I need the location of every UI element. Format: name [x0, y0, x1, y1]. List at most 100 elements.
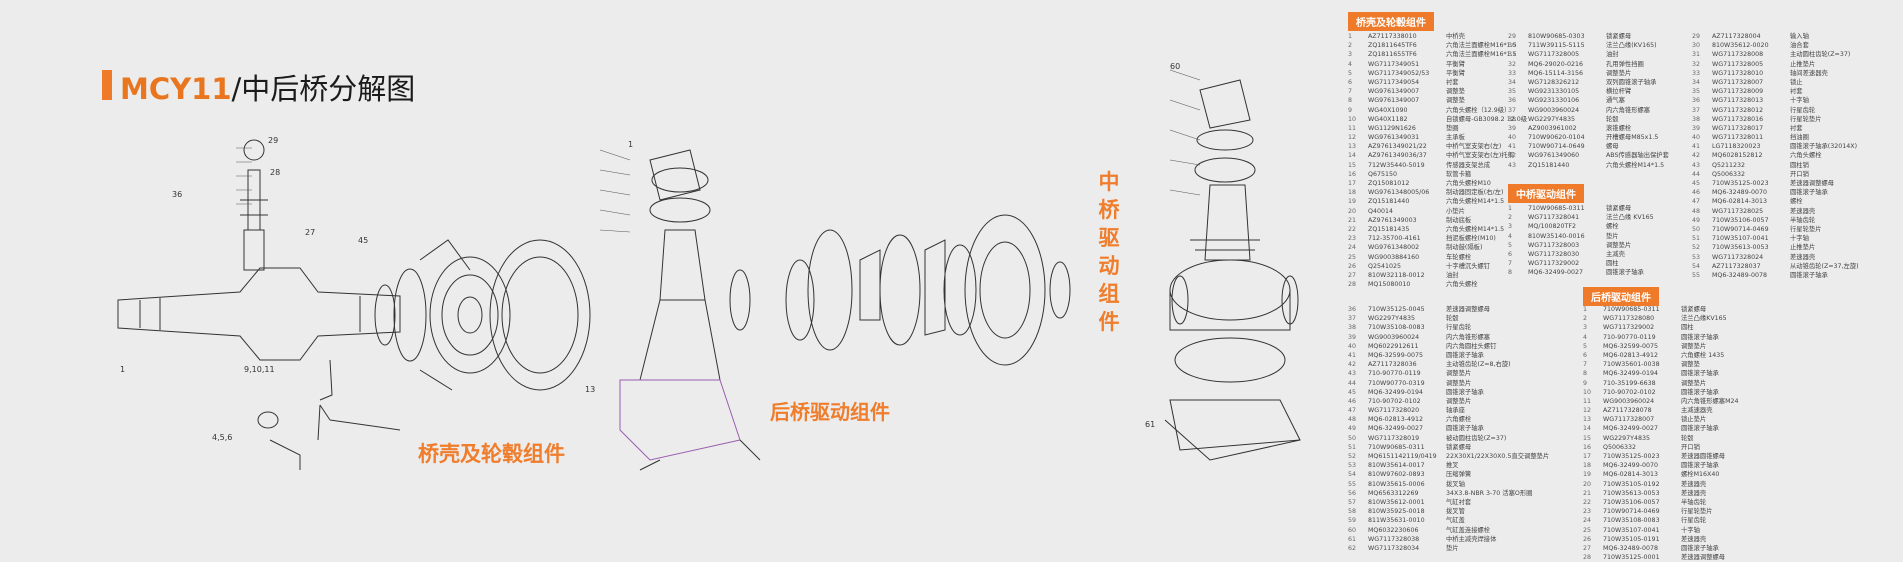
part-number-cell: 20 — [1583, 480, 1592, 488]
part-code-cell: 710W35107-0041 — [1712, 235, 1769, 243]
part-number-cell: 33 — [1508, 69, 1517, 77]
callout-rear-1: 1 — [628, 140, 634, 149]
part-number-cell: 13 — [1583, 416, 1592, 424]
part-desc-cell: 圆柱 — [1606, 260, 1619, 268]
part-number-cell: 44 — [1692, 170, 1701, 178]
part-code-cell: 710W35105-0192 — [1603, 480, 1660, 488]
part-number-cell: 60 — [1348, 526, 1357, 534]
part-code-cell: WG7117328007 — [1603, 416, 1655, 424]
part-code-cell: 712-35700-4161 — [1368, 235, 1421, 243]
part-number-cell: 62 — [1348, 544, 1357, 552]
part-desc-cell: 小垫片 — [1446, 207, 1465, 215]
part-code-cell: 710W35601-0038 — [1603, 361, 1660, 369]
part-desc-cell: 调整垫片 — [1446, 397, 1472, 405]
part-desc-cell: 差速器圆锥螺母 — [1681, 453, 1726, 460]
part-desc-cell: 螺栓 — [1790, 198, 1803, 206]
part-desc-cell: 差速器壳 — [1681, 489, 1707, 497]
part-code-cell: AZ7117328036 — [1368, 361, 1417, 369]
part-number-cell: 26 — [1348, 262, 1357, 270]
part-desc-cell: 行星轮垫片 — [1681, 508, 1713, 516]
part-number-cell: 20 — [1348, 207, 1357, 215]
part-code-cell: MQ6032230606 — [1368, 526, 1419, 534]
part-desc-cell: 中桥主减壳焊接体 — [1446, 535, 1497, 543]
part-code-cell: 710W35108-0083 — [1603, 517, 1660, 525]
part-code-cell: 810W90685-0303 — [1528, 33, 1585, 40]
part-desc-cell: 制动器固定板(右/左) — [1446, 189, 1504, 197]
part-code-cell: 810W35614-0017 — [1368, 462, 1425, 470]
part-desc-cell: 调整垫片 — [1446, 370, 1472, 378]
part-code-cell: MQ6-32499-0027 — [1603, 425, 1658, 433]
part-code-cell: 710W35613-0053 — [1603, 489, 1660, 497]
part-number-cell: 47 — [1692, 198, 1701, 206]
part-desc-cell: 内六角锥形螺塞M24 — [1681, 397, 1739, 405]
part-desc-cell: 止推垫片 — [1790, 60, 1816, 68]
part-code-cell: MQ/100820TF2 — [1528, 223, 1577, 231]
part-number-cell: 22 — [1348, 225, 1357, 233]
part-number-cell: 14 — [1348, 152, 1357, 160]
part-number-cell: 21 — [1348, 216, 1357, 224]
part-number-cell: 37 — [1692, 106, 1701, 114]
part-desc-cell: 垫圈 — [1446, 124, 1459, 132]
part-code-cell: WG7117328012 — [1712, 106, 1764, 114]
part-number-cell: 42 — [1508, 152, 1517, 160]
part-code-cell: AZ9761349021/22 — [1368, 143, 1427, 151]
part-number-cell: 18 — [1348, 189, 1357, 197]
part-desc-cell: 锁紧螺母 — [1681, 306, 1707, 313]
part-code-cell: MQ6-02814-3013 — [1712, 198, 1767, 206]
part-number-cell: 44 — [1348, 379, 1357, 387]
part-desc-cell: 主减速器壳 — [1681, 407, 1713, 415]
callout-rear-13: 13 — [585, 385, 596, 394]
part-number-cell: 2 — [1348, 42, 1353, 50]
part-code-cell: WG7117349052/53 — [1368, 69, 1430, 77]
part-desc-cell: 半轴齿轮 — [1681, 498, 1707, 506]
part-number-cell: 10 — [1348, 115, 1357, 123]
part-code-cell: MQ6-32599-0075 — [1603, 342, 1658, 350]
part-number-cell: 32 — [1508, 60, 1517, 68]
part-number-cell: 6 — [1583, 351, 1588, 359]
part-code-cell: 710W35125-0023 — [1712, 180, 1769, 187]
part-code-cell: WG2297Y4835 — [1603, 434, 1651, 442]
part-number-cell: 30 — [1508, 42, 1517, 50]
part-code-cell: WG7117328017 — [1712, 124, 1764, 132]
part-number-cell: 25 — [1348, 253, 1357, 261]
part-code-cell: WG9003960024 — [1368, 333, 1420, 341]
part-desc-cell: 六角头螺栓M14*1.5 — [1446, 225, 1505, 233]
part-number-cell: 31 — [1508, 51, 1517, 59]
part-desc-cell: 挡泥板螺栓(M10) — [1446, 235, 1496, 243]
part-desc-cell: 锁紧螺母 — [1606, 205, 1632, 212]
part-desc-cell: 油封 — [1446, 271, 1459, 279]
part-desc-cell: 平衡臂 — [1446, 69, 1465, 77]
part-desc-cell: 双列圆锥滚子轴承 — [1606, 78, 1657, 86]
part-desc-cell: 中桥气室支架右(左)托架 — [1446, 152, 1514, 160]
part-desc-cell: 六角螺栓 1435 — [1681, 351, 1725, 359]
part-number-cell: 39 — [1692, 124, 1701, 132]
part-number-cell: 48 — [1348, 416, 1357, 424]
part-desc-cell: 轮毂 — [1681, 434, 1694, 442]
part-code-cell: ZQ15181440 — [1368, 198, 1410, 206]
part-desc-cell: 六角头螺栓 — [1790, 152, 1822, 160]
